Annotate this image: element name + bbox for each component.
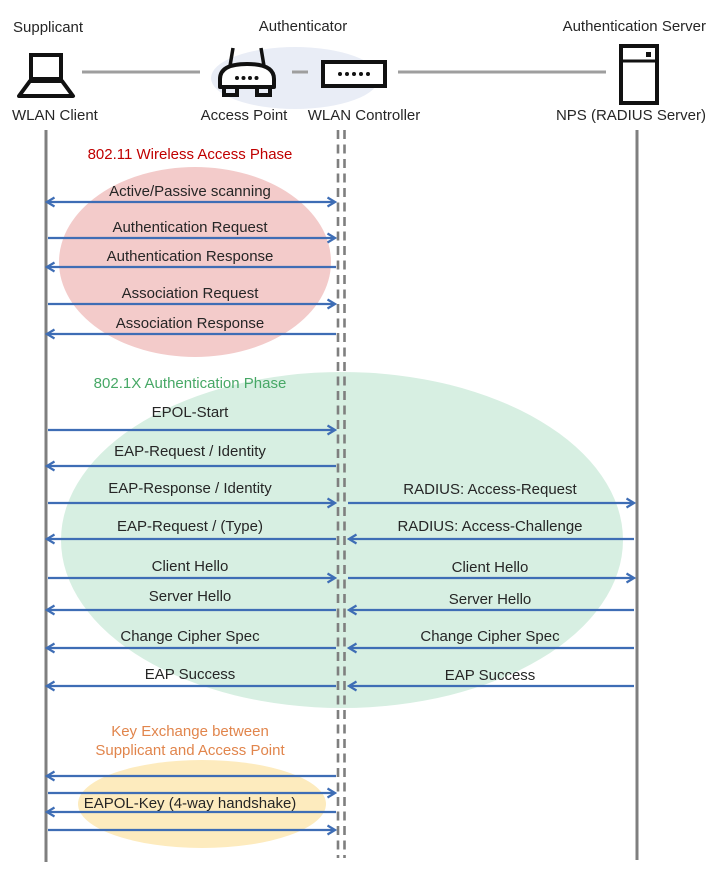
- phase3-title-line2: Supplicant and Access Point: [95, 742, 285, 759]
- msg-change-cipher-spec-left: Change Cipher Spec: [120, 628, 260, 645]
- msg-epol-start: EPOL-Start: [151, 404, 229, 421]
- msg-radius-access-challenge: RADIUS: Access-Challenge: [397, 518, 583, 535]
- role-authenticator-label: Authenticator: [258, 18, 348, 35]
- msg-change-cipher-spec-right: Change Cipher Spec: [420, 628, 560, 645]
- role-auth-server-label: Authentication Server: [562, 18, 706, 35]
- phase2-title: 802.1X Authentication Phase: [93, 375, 287, 392]
- phase3-title: Key Exchange between Supplicant and Acce…: [40, 722, 340, 760]
- msg-radius-access-request: RADIUS: Access-Request: [403, 481, 577, 498]
- msg-authentication-response: Authentication Response: [106, 248, 274, 265]
- device-wlan-client-label: WLAN Client: [12, 107, 98, 124]
- msg-active-passive-scanning: Active/Passive scanning: [109, 183, 271, 200]
- wlan-controller-icon: [321, 60, 387, 93]
- phase3-ellipse: [78, 760, 326, 848]
- server-icon: [618, 43, 660, 111]
- laptop-icon: [16, 52, 76, 107]
- msg-server-hello-left: Server Hello: [148, 588, 232, 605]
- device-wlan-controller-label: WLAN Controller: [307, 107, 421, 124]
- msg-eap-success-left: EAP Success: [144, 666, 236, 683]
- role-supplicant-label: Supplicant: [13, 19, 84, 36]
- msg-eapol-key-handshake: EAPOL-Key (4-way handshake): [83, 795, 297, 812]
- msg-server-hello-right: Server Hello: [448, 591, 532, 608]
- msg-client-hello-right: Client Hello: [451, 559, 529, 576]
- phase1-title: 802.11 Wireless Access Phase: [87, 146, 293, 163]
- msg-client-hello-left: Client Hello: [151, 558, 229, 575]
- device-access-point-label: Access Point: [200, 107, 288, 124]
- msg-eap-request-identity: EAP-Request / Identity: [114, 443, 266, 460]
- msg-eap-request-type: EAP-Request / (Type): [117, 518, 263, 535]
- msg-association-request: Association Request: [121, 285, 259, 302]
- msg-eap-response-identity: EAP-Response / Identity: [108, 480, 272, 497]
- access-point-icon: [215, 46, 279, 106]
- msg-authentication-request: Authentication Request: [112, 219, 268, 236]
- msg-association-response: Association Response: [115, 315, 265, 332]
- device-nps-label: NPS (RADIUS Server): [555, 107, 706, 124]
- phase3-title-line1: Key Exchange between: [111, 723, 269, 740]
- msg-eap-success-right: EAP Success: [444, 667, 536, 684]
